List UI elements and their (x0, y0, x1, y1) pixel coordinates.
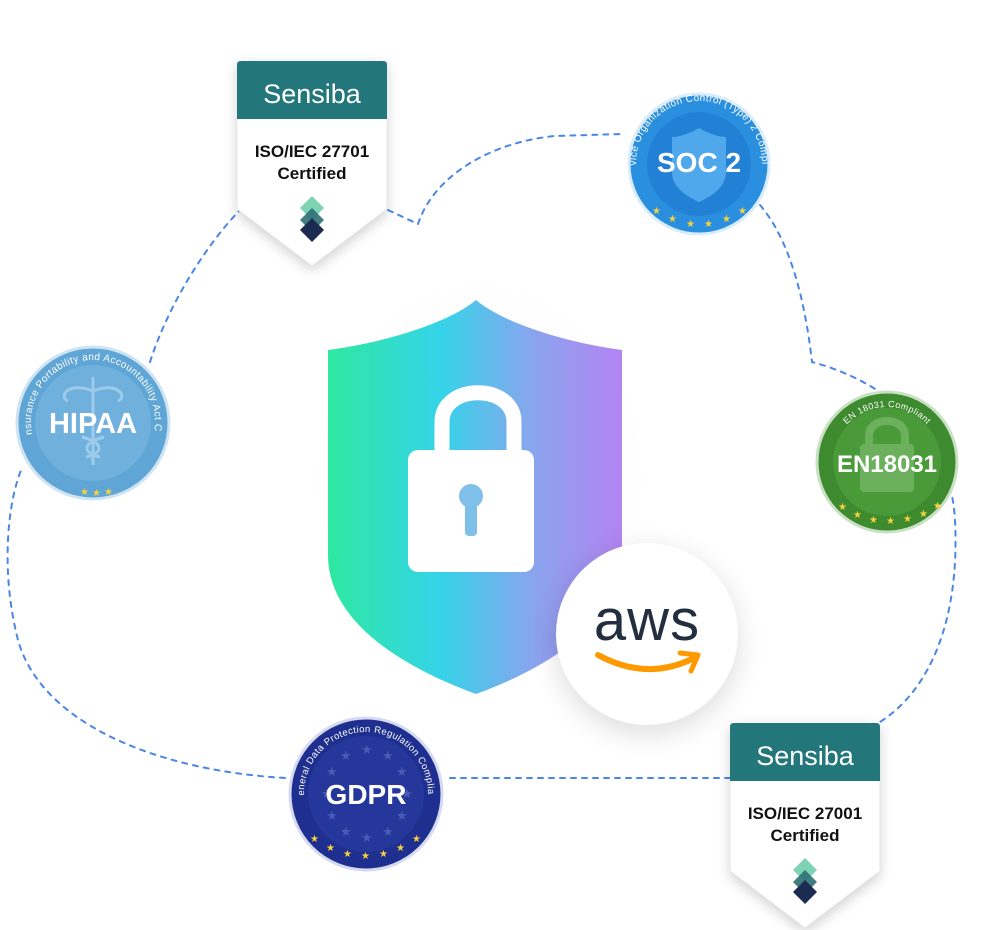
svg-text:★: ★ (903, 514, 912, 525)
svg-text:★: ★ (886, 516, 895, 527)
aws-logo-text: aws (593, 588, 701, 653)
sensiba-diamond-icon (300, 196, 324, 242)
svg-text:★: ★ (326, 843, 335, 854)
svg-text:★: ★ (853, 510, 862, 521)
badge-brand: Sensiba (263, 79, 361, 109)
soc2-seal: Service Organization Control (Type) 2 Co… (614, 92, 771, 236)
svg-text:★: ★ (396, 843, 405, 854)
svg-text:★: ★ (668, 214, 677, 225)
svg-text:★: ★ (382, 748, 394, 763)
svg-text:★: ★ (738, 206, 747, 217)
badge-brand: Sensiba (756, 741, 854, 771)
svg-text:★: ★ (722, 214, 731, 225)
rating-stars: ★ ★ ★ ★ ★ ★ (652, 206, 747, 230)
iso-27701-badge: Sensiba ISO/IEC 27701 Certified (237, 61, 387, 266)
gdpr-seal: General Data Protection Regulation Compl… (282, 712, 444, 872)
padlock-icon (860, 417, 914, 492)
svg-text:★: ★ (92, 488, 101, 499)
rating-stars: ★★★ (80, 487, 113, 499)
rating-stars: ★ ★ ★ ★ ★ ★ ★ (838, 501, 942, 527)
shield-icon (672, 128, 726, 202)
seal-label: EN18031 (837, 451, 937, 478)
svg-text:★: ★ (412, 834, 421, 845)
svg-text:★: ★ (686, 219, 695, 230)
badge-certified: Certified (277, 164, 347, 183)
svg-text:★: ★ (310, 834, 319, 845)
svg-text:★: ★ (652, 206, 661, 217)
badge-certified: Certified (770, 826, 840, 845)
svg-text:★: ★ (361, 851, 370, 862)
svg-text:★: ★ (321, 786, 333, 801)
rating-stars: ★ ★ ★ ★ ★ ★ ★ (310, 834, 421, 862)
amazon-smile-arrow-icon (595, 650, 701, 674)
shield-icon (300, 270, 660, 695)
seal-label: SOC 2 (657, 147, 741, 178)
badge-standard: ISO/IEC 27001 (747, 804, 863, 823)
svg-text:★: ★ (919, 509, 928, 520)
iso-27001-badge: Sensiba ISO/IEC 27001 Certified (730, 723, 880, 928)
badge-standard: ISO/IEC 27701 (254, 142, 370, 161)
svg-text:★: ★ (326, 764, 338, 779)
svg-text:★: ★ (80, 487, 89, 498)
seal-label: HIPAA (49, 408, 137, 440)
svg-text:★: ★ (340, 824, 352, 839)
svg-text:★: ★ (361, 742, 373, 757)
padlock-icon (408, 385, 534, 572)
svg-text:★: ★ (401, 786, 413, 801)
svg-text:★: ★ (326, 808, 338, 823)
hipaa-seal: Health Insurance Portability and Account… (8, 343, 171, 501)
svg-text:★: ★ (379, 849, 388, 860)
svg-text:★: ★ (340, 748, 352, 763)
svg-text:★: ★ (361, 830, 373, 845)
caduceus-icon (62, 377, 124, 465)
sensiba-diamond-icon (793, 858, 817, 904)
svg-text:★: ★ (343, 849, 352, 860)
svg-text:★: ★ (838, 502, 847, 513)
svg-text:★: ★ (704, 219, 713, 230)
en18031-seal: EN 18031 Compliant EN18031 ★★★★★★★ (815, 390, 959, 534)
eu-stars-icon: ★★★★★★★★★★★★ (321, 742, 413, 845)
svg-text:★: ★ (869, 515, 878, 526)
aws-logo: aws (556, 543, 738, 725)
svg-text:★: ★ (382, 824, 394, 839)
svg-text:★: ★ (104, 487, 113, 498)
seal-label: GDPR (326, 779, 407, 810)
svg-text:★: ★ (396, 764, 408, 779)
svg-text:★: ★ (933, 501, 942, 512)
svg-text:★: ★ (396, 808, 408, 823)
